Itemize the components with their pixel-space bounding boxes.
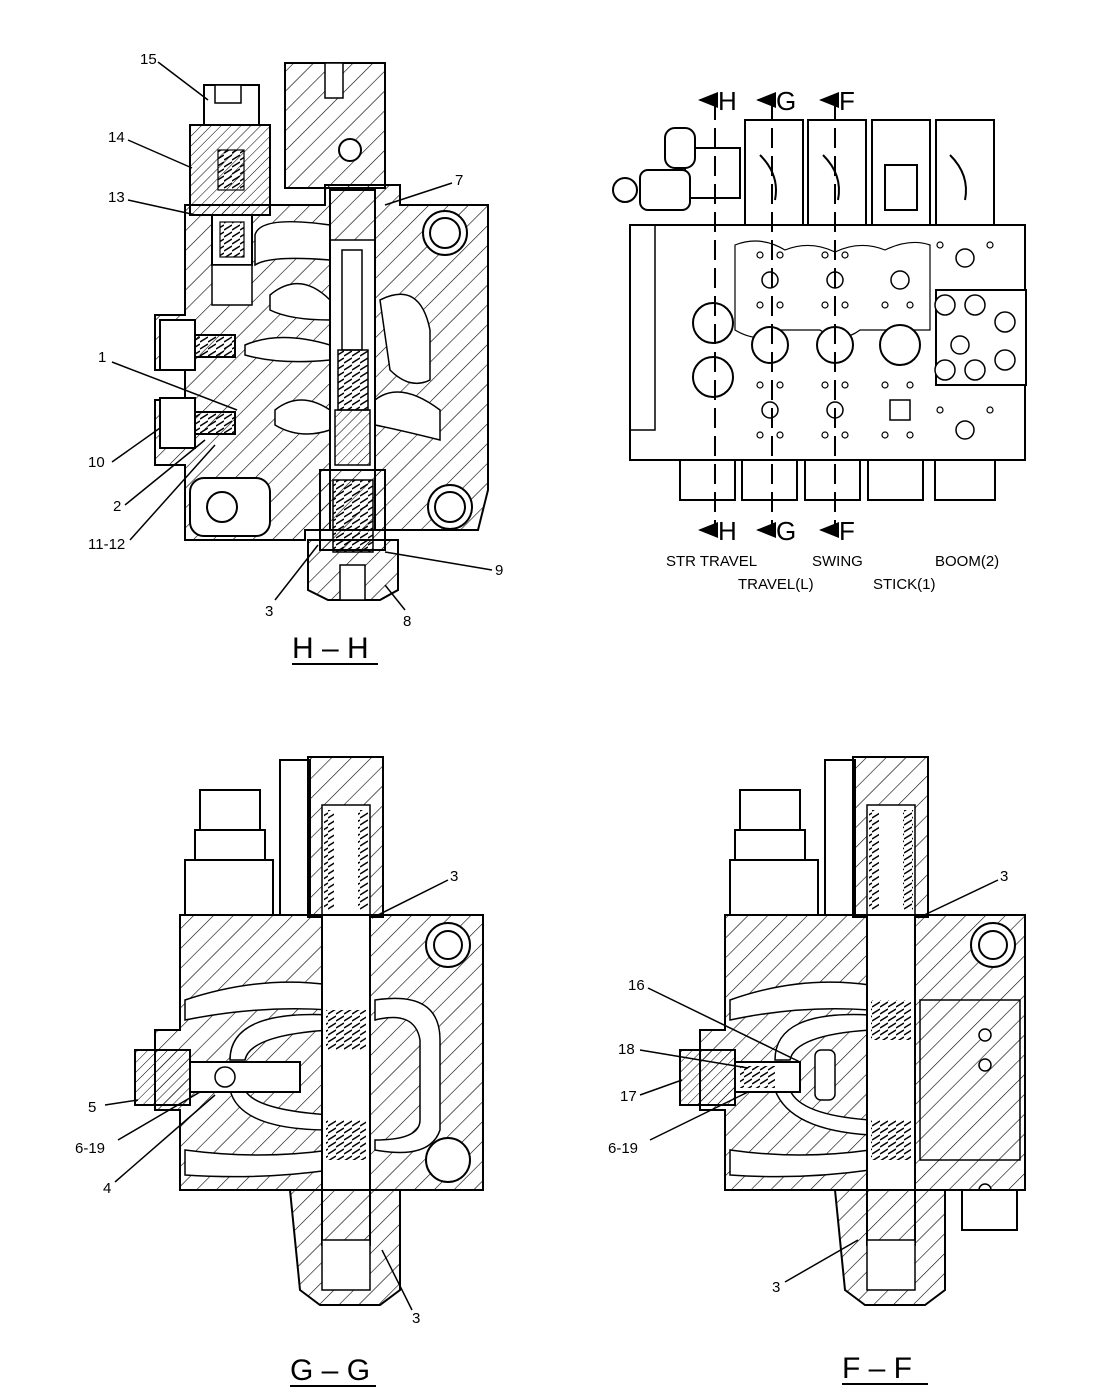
callout-15: 15 bbox=[140, 51, 157, 68]
label-swing: SWING bbox=[812, 553, 863, 570]
callout-2: 2 bbox=[113, 498, 121, 515]
hh-callouts: 15 14 13 7 1 10 2 11-12 3 8 9 bbox=[88, 51, 503, 630]
callout-3-top: 3 bbox=[1000, 868, 1008, 885]
section-title-gg: G – G bbox=[290, 1354, 370, 1387]
callout-13: 13 bbox=[108, 189, 125, 206]
section-title-ff: F – F bbox=[842, 1352, 912, 1385]
label-stick-1: STICK(1) bbox=[873, 576, 936, 593]
callout-9: 9 bbox=[495, 562, 503, 579]
callout-17: 17 bbox=[620, 1088, 637, 1105]
callout-10: 10 bbox=[88, 454, 105, 471]
marker-g-bottom: G bbox=[776, 516, 796, 546]
marker-f-top: F bbox=[839, 86, 855, 116]
callout-1: 1 bbox=[98, 349, 106, 366]
callout-6-19: 6-19 bbox=[75, 1140, 105, 1157]
marker-f-bottom: F bbox=[839, 516, 855, 546]
section-markers: H G F H G F bbox=[718, 86, 855, 546]
gg-callouts: 3 5 6-19 4 3 bbox=[75, 868, 458, 1327]
section-title-hh: H – H bbox=[292, 632, 369, 665]
marker-h-bottom: H bbox=[718, 516, 737, 546]
callout-5: 5 bbox=[88, 1099, 96, 1116]
valve-top-view bbox=[612, 92, 1027, 538]
label-travel-l: TRAVEL(L) bbox=[738, 576, 814, 593]
callout-11-12: 11-12 bbox=[88, 536, 125, 553]
marker-h-top: H bbox=[718, 86, 737, 116]
callout-4: 4 bbox=[103, 1180, 111, 1197]
callout-7: 7 bbox=[455, 172, 463, 189]
section-view-ff bbox=[679, 756, 1026, 1306]
callout-18: 18 bbox=[618, 1041, 635, 1058]
callout-3-bottom: 3 bbox=[772, 1279, 780, 1296]
callout-14: 14 bbox=[108, 129, 125, 146]
callout-16: 16 bbox=[628, 977, 645, 994]
section-view-gg bbox=[134, 756, 484, 1306]
ff-callouts: 3 16 18 17 6-19 3 bbox=[608, 868, 1008, 1296]
callout-3: 3 bbox=[265, 603, 273, 620]
label-str-travel: STR TRAVEL bbox=[666, 553, 757, 570]
callout-6-19: 6-19 bbox=[608, 1140, 638, 1157]
section-view-hh bbox=[154, 62, 489, 601]
callout-8: 8 bbox=[403, 613, 411, 630]
callout-3-top: 3 bbox=[450, 868, 458, 885]
label-boom-2: BOOM(2) bbox=[935, 553, 999, 570]
marker-g-top: G bbox=[776, 86, 796, 116]
function-labels: STR TRAVEL SWING BOOM(2) TRAVEL(L) STICK… bbox=[666, 553, 999, 593]
callout-3-bottom: 3 bbox=[412, 1310, 420, 1327]
